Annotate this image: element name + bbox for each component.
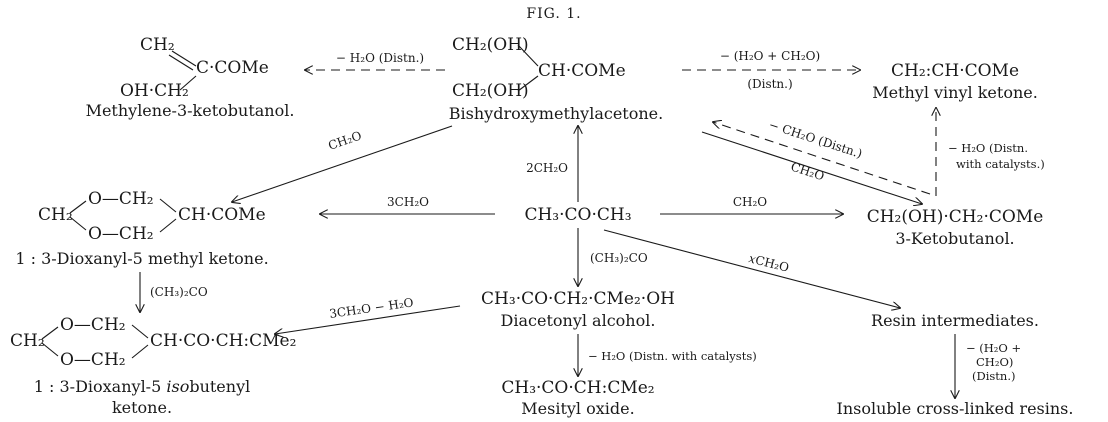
label-resin-italic-x: x	[747, 251, 757, 266]
label-resin-to-insoluble-3: (Distn.)	[972, 369, 1015, 383]
label-bis-to-mvk-top: − (H₂O + CH₂O)	[720, 49, 820, 63]
formula: CH₃·CO·CH:CMe₂	[501, 378, 654, 398]
label-resin-to-insoluble-1: − (H₂O +	[966, 341, 1021, 355]
formula-top: CH₂(OH)	[452, 35, 529, 55]
ring-left: CH₂	[38, 205, 73, 225]
label-acetone-to-resin: xCH₂O	[747, 251, 790, 275]
bond-upper	[517, 44, 539, 67]
compound-dioxanyl-isobutenyl-ketone: CH₂ O—CH₂ O—CH₂ CH·CO·CH:CMe₂ 1 : 3-Diox…	[10, 315, 296, 417]
compound-bishydroxymethylacetone: CH₂(OH) CH₂(OH) CH·COMe Bishydroxymethyl…	[449, 35, 663, 123]
formula-top: CH₂	[140, 35, 175, 55]
compound-name: Mesityl oxide.	[521, 399, 634, 418]
ring-top: O—CH₂	[88, 189, 154, 209]
formula-main: CH·COMe	[538, 61, 626, 81]
arrow-ketobutanol-to-bis	[713, 122, 931, 195]
compound-name-line2: ketone.	[112, 398, 172, 417]
label-bis-to-dioxanyl: CH₂O	[326, 128, 363, 152]
label-acetone-to-bis: 2CH₂O	[526, 161, 568, 175]
compound-acetone: CH₃·CO·CH₃	[524, 205, 631, 225]
label-ketobutanol-to-bis: − CH₂O (Distn.)	[767, 118, 864, 161]
compound-insoluble-resins: Insoluble cross-linked resins.	[837, 399, 1074, 418]
compound-diacetonyl-alcohol: CH₃·CO·CH₂·CMe₂·OH Diacetonyl alcohol.	[481, 289, 675, 330]
compound-name: 1 : 3-Dioxanyl-5 methyl ketone.	[15, 249, 268, 268]
label-resin-reagent: CH₂O	[754, 253, 791, 275]
ring-bond-upper-left	[69, 200, 87, 214]
ring-bond-lower-right	[131, 344, 149, 359]
ring-bottom: O—CH₂	[60, 350, 126, 370]
ring-bond-lower-left	[41, 342, 59, 357]
compound-name: Methylene-3-ketobutanol.	[86, 101, 295, 120]
arrow-bis-to-ketobutanol	[701, 131, 922, 204]
compound-name: Diacetonyl alcohol.	[501, 311, 656, 330]
compound-name: Bishydroxymethylacetone.	[449, 104, 663, 123]
compound-mesityl-oxide: CH₃·CO·CH:CMe₂ Mesityl oxide.	[501, 378, 654, 418]
label-diacetonyl-to-isobutenyl: 3CH₂O − H₂O	[328, 295, 414, 321]
label-ketobutanol-to-mvk-1: − H₂O (Distn.	[948, 141, 1028, 155]
label-acetone-to-ketobutanol: CH₂O	[733, 195, 767, 209]
label-bis-to-ketobutanol: CH₂O	[789, 160, 826, 184]
formula-main: CH·COMe	[178, 205, 266, 225]
arrow-diacetonyl-to-isobutenyl	[275, 305, 461, 334]
ring-bond-upper-right	[131, 324, 149, 339]
ring-bond-upper-right	[159, 198, 177, 213]
figure-caption: FIG. 1.	[526, 6, 581, 22]
formula-main: C·COMe	[196, 58, 269, 78]
ring-bond-upper-left	[41, 326, 59, 340]
label-acetone-to-dioxanyl: 3CH₂O	[387, 195, 429, 209]
arrow-acetone-to-resin	[603, 229, 900, 308]
formula-main: CH·CO·CH:CMe₂	[150, 331, 296, 351]
name-part-c: butenyl	[189, 377, 250, 396]
ring-bond-lower-left	[69, 216, 87, 231]
double-bond-lower	[168, 54, 194, 71]
compound-methyl-vinyl-ketone: CH₂:CH·COMe Methyl vinyl ketone.	[872, 61, 1038, 102]
compound-dioxanyl-methyl-ketone: CH₂ O—CH₂ O—CH₂ CH·COMe 1 : 3-Dioxanyl-5…	[15, 189, 268, 268]
formula: CH₂:CH·COMe	[891, 61, 1019, 81]
label-acetone-to-diacetonyl: (CH₃)₂CO	[590, 251, 648, 265]
name-part-a: 1 : 3-Dioxanyl-5	[34, 377, 167, 396]
formula-bottom: OH·CH₂	[120, 81, 189, 101]
label-diacetonyl-to-mesityl: − H₂O (Distn. with catalysts)	[588, 349, 757, 363]
arrow-bis-to-dioxanyl	[232, 125, 453, 202]
compound-name: 3-Ketobutanol.	[895, 229, 1014, 248]
label-bis-to-methylene: − H₂O (Distn.)	[336, 51, 424, 65]
label-ketobutanol-to-mvk-2: with catalysts.)	[956, 157, 1045, 171]
formula: CH₃·CO·CH₂·CMe₂·OH	[481, 289, 675, 309]
compound-ketobutanol: CH₂(OH)·CH₂·COMe 3-Ketobutanol.	[867, 207, 1044, 248]
label-dioxanyl-to-isobutenyl: (CH₃)₂CO	[150, 285, 208, 299]
single-bond	[179, 75, 197, 91]
ring-bond-lower-right	[159, 218, 177, 233]
compound-resin-intermediates: Resin intermediates.	[871, 311, 1039, 330]
label-resin-to-insoluble-2: CH₂O)	[976, 355, 1013, 369]
label-bis-to-mvk-bottom: (Distn.)	[747, 77, 792, 91]
ring-left: CH₂	[10, 331, 45, 351]
compound-name-line1: 1 : 3-Dioxanyl-5 isobutenyl	[34, 377, 250, 396]
ring-bottom: O—CH₂	[88, 224, 154, 244]
compound-methylene-ketobutanol: CH₂ C·COMe OH·CH₂ Methylene-3-ketobutano…	[86, 35, 295, 120]
name-part-italic: iso	[166, 377, 189, 396]
ring-top: O—CH₂	[60, 315, 126, 335]
formula: CH₂(OH)·CH₂·COMe	[867, 207, 1044, 227]
bond-lower	[517, 75, 539, 92]
formula-bottom: CH₂(OH)	[452, 81, 529, 101]
compound-name: Methyl vinyl ketone.	[872, 83, 1038, 102]
double-bond-upper	[171, 50, 197, 67]
